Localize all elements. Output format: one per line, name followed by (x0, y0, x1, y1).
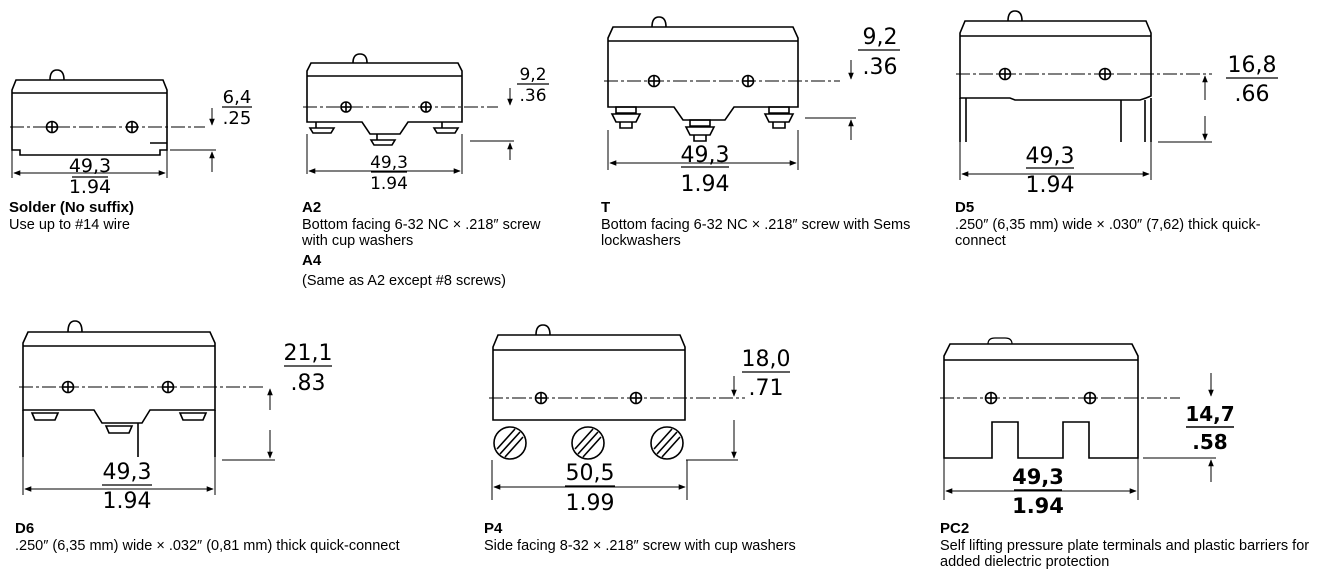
dim-height-in: .71 (749, 376, 784, 401)
terminal-description: .250″ (6,35 mm) wide × .032″ (0,81 mm) t… (15, 538, 400, 554)
screw-terminal (178, 412, 208, 421)
terminal-code: PC2 (940, 520, 970, 537)
dim-width-in: 1.94 (370, 174, 408, 194)
plunger (67, 320, 83, 333)
dim-height-in: .25 (223, 108, 252, 129)
screw-terminal (308, 122, 336, 134)
screw-terminal (684, 119, 716, 142)
dim-height-mm: 14,7 (1185, 402, 1234, 426)
switch-body (306, 62, 463, 135)
switch-body (959, 20, 1152, 101)
switch-body (943, 343, 1139, 459)
terminal-description-a4: (Same as A2 except #8 screws) (302, 273, 506, 289)
side-screw (650, 426, 684, 460)
plunger (535, 324, 551, 336)
dim-height-mm: 21,1 (284, 341, 333, 366)
terminal-code: D6 (15, 520, 35, 537)
screw-terminal (610, 106, 642, 129)
plunger (1007, 10, 1023, 22)
dim-height-in: .58 (1192, 430, 1227, 454)
dim-height-in: .36 (519, 86, 546, 106)
caption-d5: D5 .250″ (6,35 mm) wide × .030″ (7,62) t… (955, 199, 1305, 249)
drawing-d5 (956, 10, 1212, 180)
caption-t: T Bottom facing 6-32 NC × .218″ screw wi… (601, 199, 931, 249)
dim-width-mm: 50,5 (566, 461, 615, 486)
screw-terminal (30, 412, 60, 421)
dim-height-in: .36 (863, 55, 898, 80)
switch-body (11, 79, 168, 156)
caption-d6: D6 .250″ (6,35 mm) wide × .032″ (0,81 mm… (15, 520, 435, 554)
terminal-description: Bottom facing 6-32 NC × .218″ screw with… (302, 217, 541, 249)
terminal-code: P4 (484, 520, 503, 537)
pressure-plate (987, 337, 1013, 345)
drawing-a2 (303, 53, 514, 174)
drawing-pc2 (940, 337, 1216, 500)
screw-terminal (369, 134, 397, 146)
dim-height-mm: 9,2 (519, 65, 546, 85)
screw-terminal (763, 106, 795, 129)
caption-p4: P4 Side facing 8-32 × .218″ screw with c… (484, 520, 904, 554)
dim-height-mm: 6,4 (223, 87, 252, 108)
dim-width-in: 1.94 (103, 489, 152, 514)
dim-width-mm: 49,3 (69, 155, 111, 177)
dim-height-in: .83 (291, 371, 326, 396)
dim-height-mm: 9,2 (863, 25, 898, 50)
plunger (352, 53, 368, 64)
dim-height-mm: 18,0 (742, 347, 791, 372)
terminal-description: .250″ (6,35 mm) wide × .030″ (7,62) thic… (955, 217, 1261, 249)
dim-width-in: 1.94 (1012, 494, 1064, 518)
drawing-p4 (489, 324, 745, 500)
terminal-code: D5 (955, 199, 975, 216)
dim-width-in: 1.94 (681, 172, 730, 197)
terminal-description: Use up to #14 wire (9, 217, 130, 233)
terminal-code-a4: A4 (302, 252, 322, 269)
caption-a2: A2 Bottom facing 6-32 NC × .218″ screw w… (302, 199, 572, 289)
drawing-solder (10, 69, 216, 178)
dim-width-in: 1.94 (1026, 173, 1075, 198)
caption-solder: Solder (No suffix) Use up to #14 wire (9, 199, 279, 233)
dim-height-mm: 16,8 (1228, 53, 1277, 78)
plunger (49, 69, 65, 81)
drawing-t (604, 16, 856, 170)
terminal-description: Self lifting pressure plate terminals an… (940, 538, 1310, 570)
screw-terminal (432, 122, 460, 134)
plunger (651, 16, 667, 28)
switch-body (22, 331, 216, 424)
dim-width-mm: 49,3 (681, 143, 730, 168)
dim-height-in: .66 (1235, 82, 1270, 107)
dim-width-in: 1.99 (566, 491, 615, 516)
caption-pc2: PC2 Self lifting pressure plate terminal… (940, 520, 1315, 570)
dim-width-mm: 49,3 (1026, 144, 1075, 169)
screw-terminal (104, 425, 134, 434)
switch-body (607, 26, 799, 121)
dim-width-in: 1.94 (69, 176, 111, 198)
side-screw (493, 426, 527, 460)
dim-width-mm: 49,3 (370, 153, 408, 173)
terminal-code: A2 (302, 199, 322, 216)
terminal-description: Side facing 8-32 × .218″ screw with cup … (484, 538, 796, 554)
terminal-code: T (601, 199, 611, 216)
side-screw (571, 426, 605, 460)
terminal-description: Bottom facing 6-32 NC × .218″ screw with… (601, 217, 911, 249)
switch-body (492, 334, 686, 421)
drawing-d6 (19, 320, 275, 495)
dim-width-mm: 49,3 (103, 460, 152, 485)
dim-width-mm: 49,3 (1012, 465, 1064, 489)
terminal-code: Solder (No suffix) (9, 199, 135, 216)
